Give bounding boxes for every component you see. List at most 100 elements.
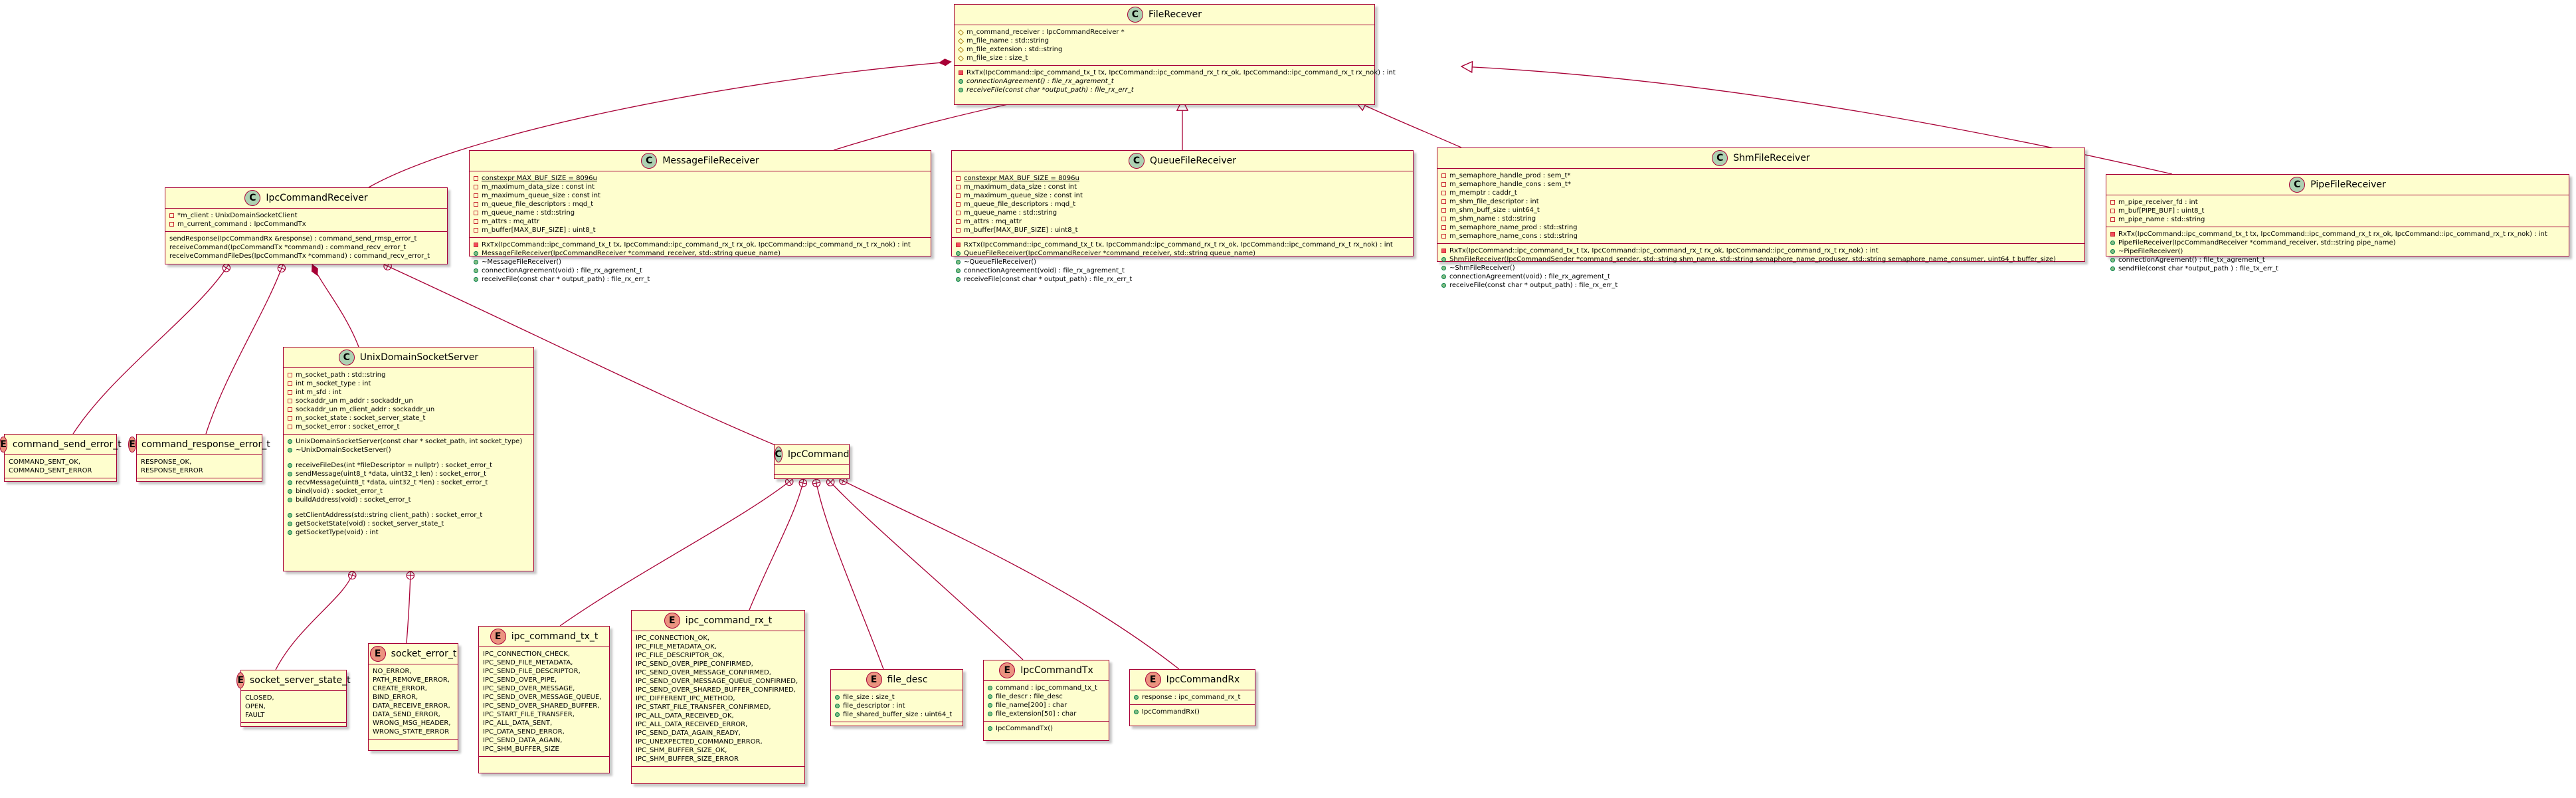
attribute-text: IPC_SHM_BUFFER_SIZE_OK, [636, 747, 727, 754]
class-name: UnixDomainSocketServer [359, 352, 479, 363]
method-text: ~QueueFileReceiver() [964, 258, 1037, 266]
attribute-text: IPC_ALL_DATA_RECEIVED_ERROR, [636, 721, 748, 728]
visibility-priv-icon [288, 390, 292, 395]
edge-nest-file-desc [812, 478, 884, 670]
visibility-prot-icon [957, 29, 965, 36]
method-text: IpcCommandTx() [996, 725, 1054, 732]
attribute-row: COMMAND_SENT_ERROR [9, 466, 112, 475]
attribute-text: m_shm_name : std::string [1449, 215, 1536, 223]
attribute-text: m_file_size : size_t [966, 54, 1028, 62]
attribute-text: IPC_SEND_OVER_PIPE_CONFIRMED, [636, 660, 753, 668]
attribute-row: m_file_size : size_t [957, 54, 1370, 62]
attribute-text: NO_ERROR, [373, 668, 412, 675]
method-row: recvMessage(uint8_t *data, uint32_t *len… [288, 478, 529, 487]
attribute-text: m_file_name : std::string [966, 37, 1049, 45]
attributes-section [775, 465, 849, 475]
edge-nest-ipccommandtx [826, 478, 1024, 660]
visibility-priv-icon [474, 211, 478, 215]
method-row: ~MessageFileReceiver() [474, 258, 927, 266]
visibility-priv-icon [169, 222, 174, 227]
visibility-pub-icon [288, 513, 292, 518]
attribute-row: IPC_DIFFERENT_IPC_METHOD, [636, 694, 800, 703]
attribute-text: response : ipc_command_rx_t [1142, 694, 1241, 701]
attribute-text: m_semaphore_name_prod : std::string [1449, 224, 1578, 231]
attribute-row: response : ipc_command_rx_t [1134, 693, 1251, 702]
attribute-row: IPC_SHM_BUFFER_SIZE_ERROR [636, 755, 800, 763]
attribute-row: m_buffer[MAX_BUF_SIZE] : uint8_t [474, 226, 927, 235]
attribute-row: m_file_name : std::string [957, 37, 1370, 45]
visibility-priv-icon [956, 211, 961, 215]
class-name: socket_server_state_t [250, 675, 351, 686]
method-text: connectionAgreement() : file_tx_agrement… [2118, 256, 2265, 264]
attribute-text: sockaddr_un m_client_addr : sockaddr_un [296, 406, 435, 413]
method-text: IpcCommandRx() [1142, 708, 1200, 716]
attribute-text: file_name[200] : char [996, 702, 1067, 709]
class-ipccommand[interactable]: C IpcCommand [774, 444, 850, 479]
attribute-row: COMMAND_SENT_OK, [9, 458, 112, 466]
edge-nest-ipc-rx [749, 478, 808, 611]
attribute-text: m_pipe_receiver_fd : int [2118, 199, 2198, 206]
visibility-priv-icon [1441, 217, 1446, 221]
attribute-row: IPC_UNEXPECTED_COMMAND_ERROR, [636, 738, 800, 746]
enum-icon: E [866, 672, 882, 688]
attribute-text: IPC_SEND_FILE_DESCRIPTOR, [483, 668, 581, 675]
attribute-text: IPC_ALL_DATA_RECEIVED_OK, [636, 712, 734, 720]
visibility-pub-icon [474, 268, 478, 273]
attribute-row: file_descriptor : int [835, 702, 959, 710]
method-row: RxTx(IpcCommand::ipc_command_tx_t tx, Ip… [474, 241, 927, 249]
method-text: ~UnixDomainSocketServer() [296, 447, 391, 454]
methods-section: RxTx(IpcCommand::ipc_command_tx_t tx, Ip… [2106, 227, 2569, 276]
methods-section: IpcCommandRx() [1130, 705, 1255, 719]
method-text: ~PipeFileReceiver() [2118, 248, 2183, 255]
attribute-text: IPC_DIFFERENT_IPC_METHOD, [636, 695, 735, 702]
method-text: setClientAddress(std::string client_path… [296, 512, 483, 519]
visibility-priv-icon [288, 407, 292, 412]
attribute-text: m_file_extension : std::string [966, 46, 1063, 53]
attribute-text: IPC_ALL_DATA_SENT, [483, 720, 553, 727]
attribute-text: m_pipe_name : std::string [2118, 216, 2205, 223]
method-row: sendFile(const char *output_path ) : fil… [2110, 264, 2565, 273]
method-row: PipeFileReceiver(IpcCommandReceiver *com… [2110, 239, 2565, 247]
method-text: PipeFileReceiver(IpcCommandReceiver *com… [2118, 239, 2396, 247]
class-icon: C [774, 447, 782, 462]
attribute-row: m_current_command : IpcCommandTx [169, 220, 443, 229]
class-name: IpcCommand [787, 449, 850, 460]
attribute-row: IPC_FILE_DESCRIPTOR_OK, [636, 651, 800, 660]
visibility-pub-icon [1134, 710, 1139, 714]
attribute-row: file_name[200] : char [988, 701, 1105, 710]
visibility-priv-icon [288, 425, 292, 429]
attribute-text: IPC_SEND_OVER_SHARED_BUFFER, [483, 702, 600, 710]
method-row: connectionAgreement(void) : file_rx_agre… [474, 266, 927, 275]
method-row: receiveFileDes(int *fileDescriptor = nul… [288, 461, 529, 470]
method-text: receiveFile(const char * output_path) : … [1449, 282, 1618, 289]
methods-section [241, 723, 346, 732]
attribute-text: m_maximum_data_size : const int [964, 183, 1077, 191]
attribute-row: m_queue_name : std::string [956, 209, 1409, 217]
attributes-section: RESPONSE_OK,RESPONSE_ERROR [137, 455, 262, 478]
method-row: RxTx(IpcCommand::ipc_command_tx_t tx, Ip… [959, 68, 1396, 77]
attribute-row: *m_client : UnixDomainSocketClient [169, 211, 443, 220]
method-row: receiveCommand(IpcCommandTx *command) : … [169, 243, 443, 252]
visibility-pub-icon [288, 489, 292, 494]
attribute-row: FAULT [245, 711, 342, 720]
attribute-text: file_descr : file_desc [996, 693, 1063, 700]
attribute-row: m_maximum_data_size : const int [956, 183, 1409, 191]
